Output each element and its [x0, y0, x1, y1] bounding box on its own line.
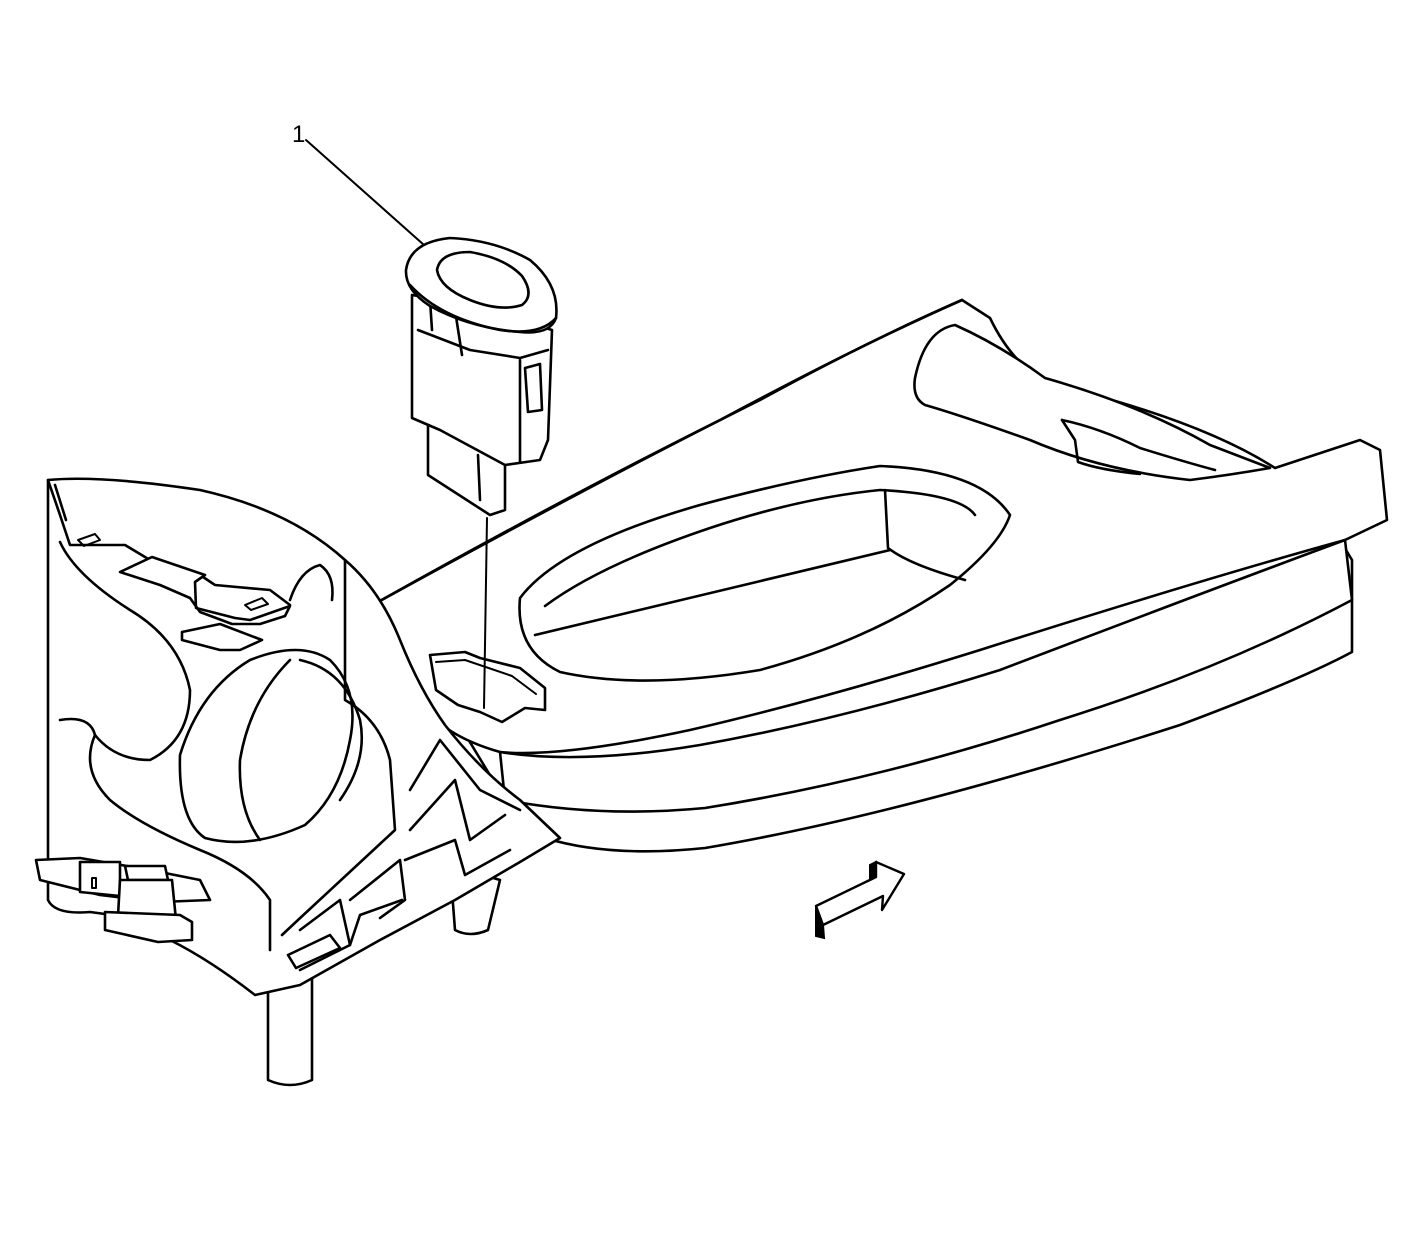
console-switch [404, 236, 558, 517]
callout-label: 1 [292, 121, 305, 148]
callout-1: 1 [292, 121, 425, 246]
lower-bracket [34, 477, 562, 1087]
install-leader-line [483, 517, 488, 709]
front-direction-arrow-icon [814, 860, 906, 940]
callout-leader [305, 139, 425, 246]
